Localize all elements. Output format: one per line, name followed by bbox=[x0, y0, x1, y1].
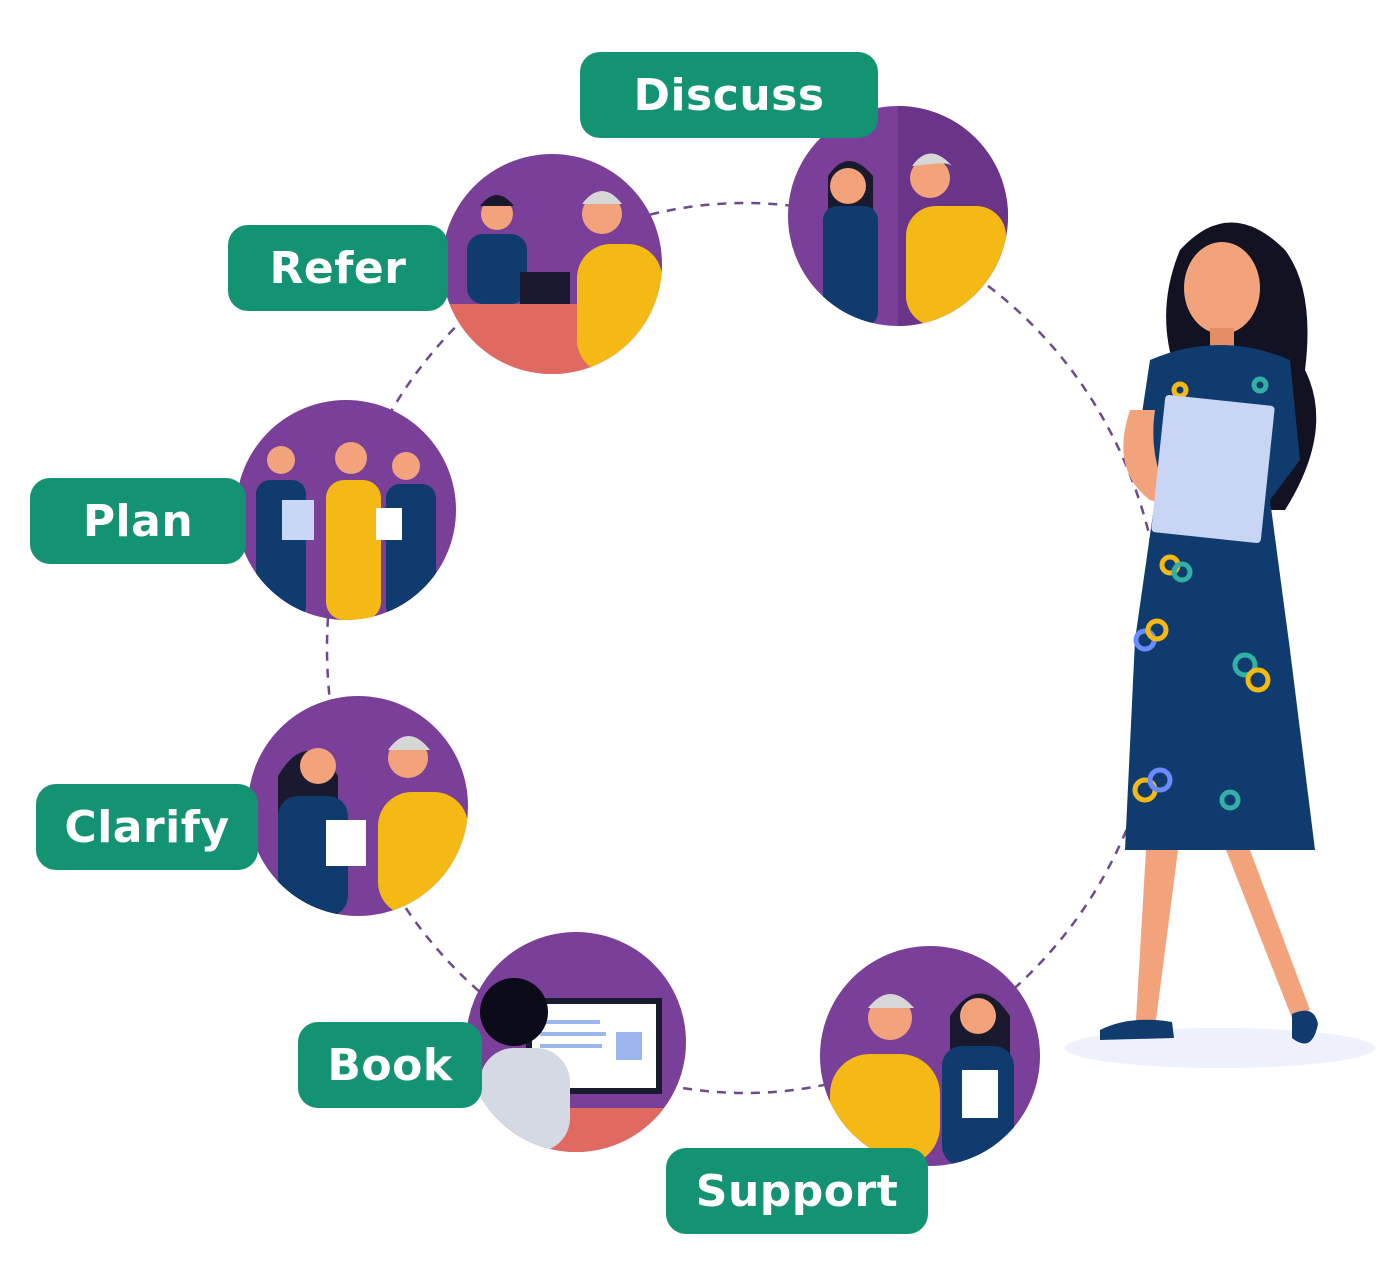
step-discuss-circle bbox=[788, 106, 1008, 326]
step-clarify-circle bbox=[248, 696, 468, 916]
nurse-at-desk-scene-icon bbox=[442, 191, 662, 374]
computer-booking-scene-icon bbox=[466, 978, 686, 1152]
step-label-book: Book bbox=[298, 1022, 482, 1108]
step-plan-circle bbox=[236, 400, 456, 620]
care-coordinator-illustration bbox=[1065, 222, 1375, 1068]
step-refer-circle bbox=[442, 154, 662, 374]
step-label-discuss: Discuss bbox=[580, 52, 878, 138]
step-label-support: Support bbox=[666, 1148, 928, 1234]
care-team-scene-icon bbox=[256, 442, 436, 620]
step-label-clarify: Clarify bbox=[36, 784, 258, 870]
step-support-circle bbox=[820, 946, 1040, 1166]
step-label-plan: Plan bbox=[30, 478, 246, 564]
step-label-refer: Refer bbox=[228, 225, 448, 311]
support-scene-icon bbox=[830, 993, 1014, 1166]
step-book-circle bbox=[466, 932, 686, 1152]
conversation-scene-icon bbox=[278, 736, 468, 916]
phone-call-scene-icon bbox=[823, 106, 1008, 326]
